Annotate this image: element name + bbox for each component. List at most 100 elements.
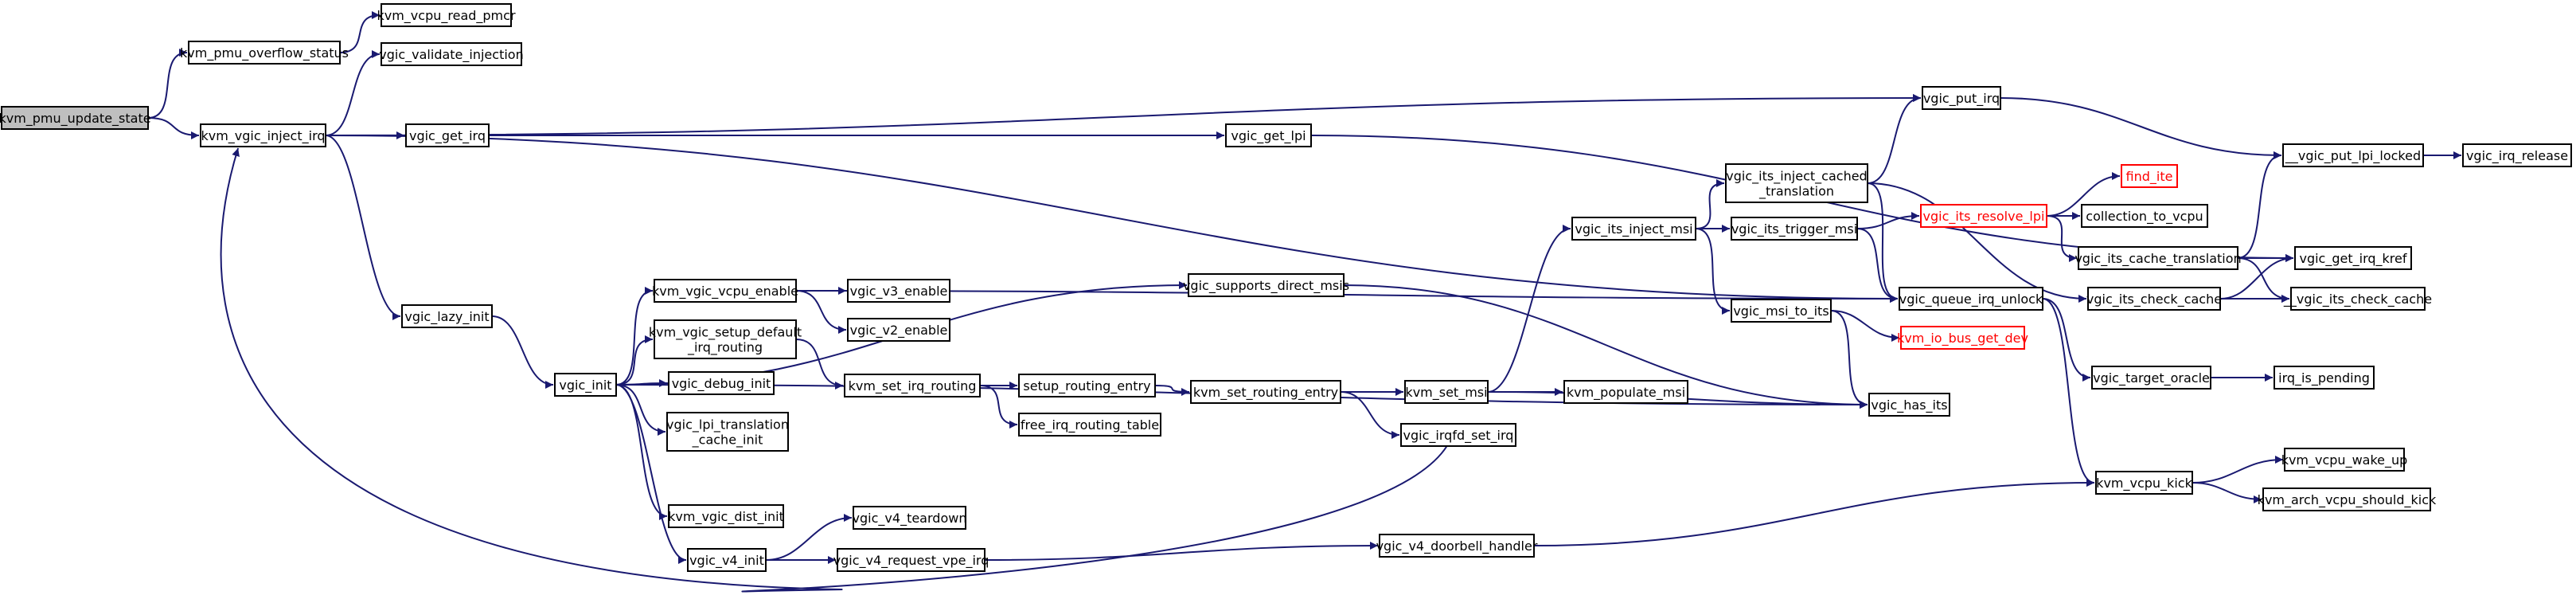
node-label: vgic_has_its: [1871, 397, 1947, 413]
node-kvm-arch-vcpu-should-kick[interactable]: kvm_arch_vcpu_should_kick: [2258, 487, 2437, 511]
function-nodes: kvm_pmu_update_state kvm_pmu_overflow_sta…: [0, 3, 2572, 572]
node-vgic-its-check-cache[interactable]: __vgic_its_check_cache: [2283, 287, 2432, 311]
node-vgic-v4-teardown[interactable]: vgic_v4_teardown: [853, 506, 967, 530]
node-vgic-lazy-init[interactable]: vgic_lazy_init: [401, 304, 493, 328]
node-label: kvm_populate_msi: [1567, 385, 1685, 401]
node-box: [1563, 380, 1688, 404]
node-box: [654, 279, 797, 303]
node-vgic-v3-enable[interactable]: vgic_v3_enable: [847, 279, 950, 303]
edge-vgic-its-inject-msi-to-vgic-msi-to-its: [1695, 228, 1731, 315]
node-kvm-vcpu-wake-up[interactable]: kvm_vcpu_wake_up: [2281, 448, 2408, 472]
node-kvm-pmu-overflow-status[interactable]: kvm_pmu_overflow_status: [180, 41, 349, 65]
node-vgic-has-its[interactable]: vgic_has_its: [1868, 393, 1950, 417]
node-label: kvm_io_bus_get_dev: [1897, 331, 2028, 347]
node-free-irq-routing-table[interactable]: free_irq_routing_table: [1018, 413, 1161, 437]
node-label: find_ite: [2126, 169, 2173, 185]
edge-vgic-v4-request-vpe-irq-to-vgic-v4-doorbell-handler: [984, 542, 1379, 561]
node-vgic-its-resolve-lpi[interactable]: vgic_its_resolve_lpi: [1920, 204, 2047, 228]
node-vgic-lpi-translation-cache-init[interactable]: vgic_lpi_translation_cache_init: [666, 412, 789, 452]
node-kvm-set-routing-entry[interactable]: kvm_set_routing_entry: [1190, 380, 1341, 404]
node-box: [1571, 217, 1696, 241]
node-vgic-put-irq[interactable]: vgic_put_irq: [1922, 86, 2001, 110]
node-box: [1922, 86, 2001, 110]
node-vgic-init[interactable]: vgic_init: [554, 373, 617, 397]
node-kvm-io-bus-get-dev[interactable]: kvm_io_bus_get_dev: [1897, 326, 2028, 350]
node-box: [853, 506, 966, 530]
edge-vgic-queue-irq-unlock-to-vgic-target-oracle: [2042, 298, 2091, 382]
node-kvm-vgic-inject-irq[interactable]: kvm_vgic_inject_irq: [200, 123, 326, 147]
node-label: kvm_vcpu_wake_up: [2281, 452, 2408, 468]
node-kvm-vgic-dist-init[interactable]: kvm_vgic_dist_init: [668, 504, 784, 528]
node-vgic-queue-irq-unlock[interactable]: vgic_queue_irq_unlock: [1899, 287, 2043, 311]
node-collection-to-vcpu[interactable]: collection_to_vcpu: [2081, 204, 2208, 228]
node-box: [2294, 246, 2412, 270]
edge-kvm-set-msi-to-vgic-its-inject-msi: [1487, 225, 1571, 393]
node-box: [381, 42, 522, 66]
node-box: [2095, 471, 2193, 495]
node-vgic-its-inject-msi[interactable]: vgic_its_inject_msi: [1571, 217, 1696, 241]
node-label: vgic_lpi_translation: [666, 417, 789, 433]
node-vgic-get-lpi[interactable]: vgic_get_lpi: [1225, 123, 1312, 147]
node-label: vgic_queue_irq_unlock: [1899, 292, 2043, 307]
node-kvm-pmu-update-state[interactable]: kvm_pmu_update_state: [0, 106, 151, 130]
node-label: vgic_v4_teardown: [853, 511, 967, 527]
edge-vgic-its-resolve-lpi-to-vgic-its-cache-translation: [2046, 215, 2078, 262]
node-vgic-msi-to-its[interactable]: vgic_msi_to_its: [1731, 299, 1832, 323]
node-vgic-its-cache-translation[interactable]: vgic_its_cache_translation: [2074, 246, 2242, 270]
node-vgic-target-oracle[interactable]: vgic_target_oracle: [2091, 366, 2211, 390]
node-box: [1400, 423, 1516, 447]
edge-vgic-supports-direct-msis-to-vgic-has-its: [1343, 284, 1868, 409]
edge-vgic-init-to-kvm-vgic-vcpu-enable: [615, 287, 654, 386]
node-label: vgic_lazy_init: [404, 309, 489, 325]
node-label: vgic_msi_to_its: [1733, 303, 1829, 319]
node-label: kvm_arch_vcpu_should_kick: [2258, 492, 2437, 508]
node-box: [2282, 143, 2424, 167]
node-box: [1225, 123, 1312, 147]
node-kvm-set-irq-routing[interactable]: kvm_set_irq_routing: [844, 374, 981, 397]
node-label: kvm_vgic_inject_irq: [201, 128, 325, 144]
edge-kvm-vcpu-kick-to-kvm-arch-vcpu-should-kick: [2192, 482, 2262, 503]
node-vgic-supports-direct-msis[interactable]: vgic_supports_direct_msis: [1183, 273, 1349, 297]
node-vgic-put-lpi-locked[interactable]: __vgic_put_lpi_locked: [2282, 143, 2424, 167]
node-label: vgic_its_resolve_lpi: [1923, 209, 2045, 225]
node-label: _cache_init: [692, 433, 763, 448]
node-label: vgic_v3_enable: [850, 284, 948, 300]
node-vgic-validate-injection[interactable]: vgic_validate_injection: [379, 42, 524, 66]
node-label: vgic_supports_direct_msis: [1183, 278, 1349, 294]
node-label: _translation: [1758, 184, 1834, 200]
node-vgic-get-irq-kref[interactable]: vgic_get_irq_kref: [2294, 246, 2412, 270]
node-vgic-its-check-cache[interactable]: vgic_its_check_cache: [2086, 287, 2222, 311]
node-vgic-v4-request-vpe-irq[interactable]: vgic_v4_request_vpe_irq: [833, 548, 989, 572]
node-irq-is-pending[interactable]: irq_is_pending: [2274, 366, 2375, 390]
node-kvm-vcpu-kick[interactable]: kvm_vcpu_kick: [2095, 471, 2193, 495]
node-label: kvm_vgic_dist_init: [668, 509, 784, 525]
node-box: [2091, 366, 2211, 390]
node-vgic-its-trigger-msi[interactable]: vgic_its_trigger_msi: [1731, 217, 1858, 241]
node-kvm-vgic-setup-default-irq-routing[interactable]: kvm_vgic_setup_default_irq_routing: [649, 319, 802, 359]
node-vgic-debug-init[interactable]: vgic_debug_init: [668, 371, 775, 395]
edge-setup-routing-entry-to-kvm-set-routing-entry: [1154, 385, 1190, 396]
node-find-ite[interactable]: find_ite: [2121, 164, 2178, 188]
node-label: vgic_its_inject_msi: [1575, 221, 1692, 237]
node-setup-routing-entry[interactable]: setup_routing_entry: [1018, 374, 1156, 397]
edge-vgic-msi-to-its-to-vgic-has-its: [1830, 310, 1868, 409]
node-kvm-set-msi[interactable]: kvm_set_msi: [1404, 380, 1489, 404]
edge-vgic-queue-irq-unlock-to-kvm-vcpu-kick: [2042, 298, 2095, 487]
node-vgic-irq-release[interactable]: vgic_irq_release: [2462, 143, 2572, 167]
node-vgic-v4-init[interactable]: vgic_v4_init: [687, 548, 767, 572]
node-vgic-get-irq[interactable]: vgic_get_irq: [405, 123, 490, 147]
node-box: [1404, 380, 1489, 404]
node-box: [401, 304, 493, 328]
node-vgic-its-inject-cached-translation[interactable]: vgic_its_inject_cached_translation: [1725, 163, 1868, 203]
edge-vgic-init-to-vgic-v4-init: [615, 384, 687, 564]
node-kvm-populate-msi[interactable]: kvm_populate_msi: [1563, 380, 1688, 404]
node-vgic-v2-enable[interactable]: vgic_v2_enable: [847, 318, 950, 342]
node-kvm-vcpu-read-pmcr[interactable]: kvm_vcpu_read_pmcr: [377, 3, 516, 27]
node-vgic-irqfd-set-irq[interactable]: vgic_irqfd_set_irq: [1400, 423, 1516, 447]
node-label: vgic_its_cache_translation: [2074, 251, 2241, 267]
node-kvm-vgic-vcpu-enable[interactable]: kvm_vgic_vcpu_enable: [652, 279, 798, 303]
edge-vgic-its-inject-msi-to-vgic-its-inject-cached-translation: [1695, 179, 1725, 229]
node-label: kvm_pmu_update_state: [0, 111, 151, 127]
node-vgic-v4-doorbell-handler[interactable]: vgic_v4_doorbell_handler: [1376, 534, 1538, 558]
